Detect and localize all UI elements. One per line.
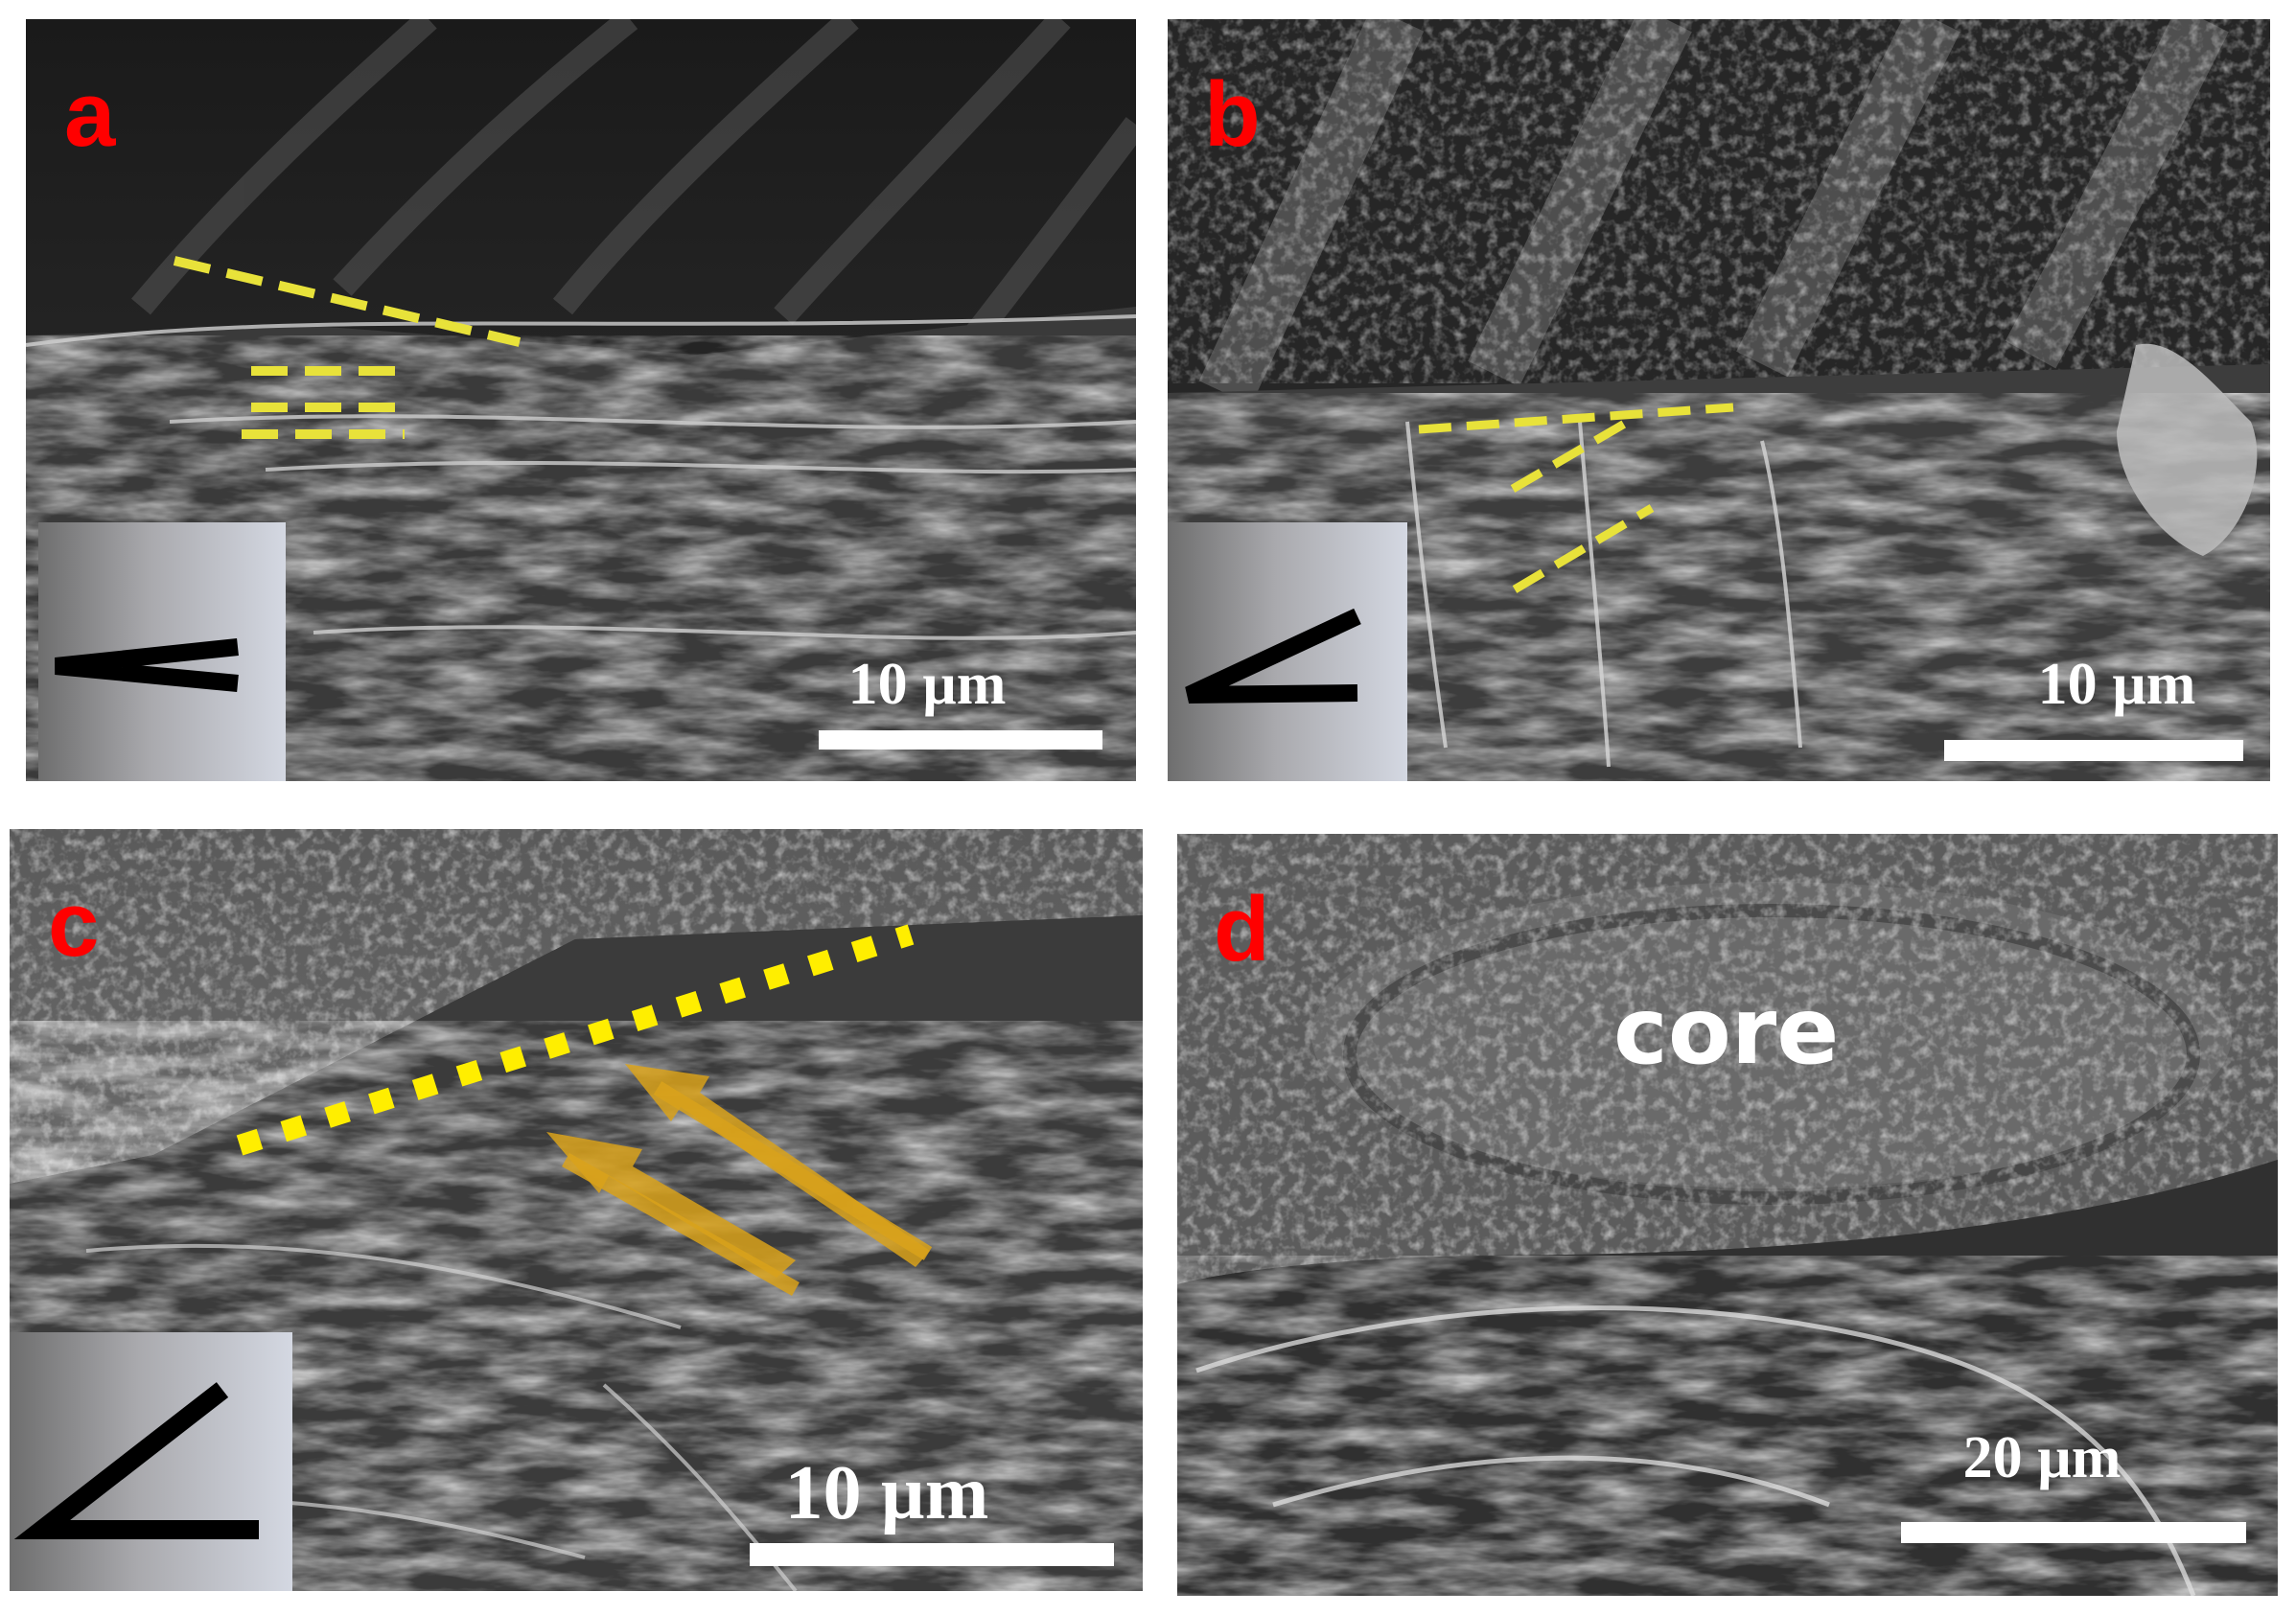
panel-label-d: d [1214,878,1270,981]
acute-angle-icon [55,638,239,692]
scale-text-d: 20 µm [1962,1425,2122,1490]
scale-bar-c [750,1543,1114,1566]
sem-panel-c: c 10 µm [10,829,1143,1591]
scale-bar-a [819,730,1102,750]
scale-text-b: 10 µm [2037,652,2196,717]
sem-panel-d: d core 20 µm [1177,834,2278,1596]
core-annotation: core [1613,978,1840,1085]
panel-label-a: a [64,63,116,166]
scale-bar-b [1944,740,2243,761]
panel-label-c: c [48,873,100,976]
scale-text-a: 10 µm [847,652,1007,717]
angle-inset-b [1168,522,1407,781]
acute-angle-icon [13,1382,259,1539]
angle-inset-a [38,522,286,781]
panel-label-b: b [1204,63,1261,166]
scale-text-c: 10 µm [784,1451,989,1535]
angle-inset-c [10,1332,292,1591]
sem-image-a [26,19,1136,781]
sem-panel-a: a 10 µm [26,19,1136,781]
wedge-angle-icon [1185,608,1361,704]
scale-bar-d [1901,1522,2246,1543]
sem-panel-b: b 10 µm [1168,19,2270,781]
sem-image-d [1177,834,2278,1596]
